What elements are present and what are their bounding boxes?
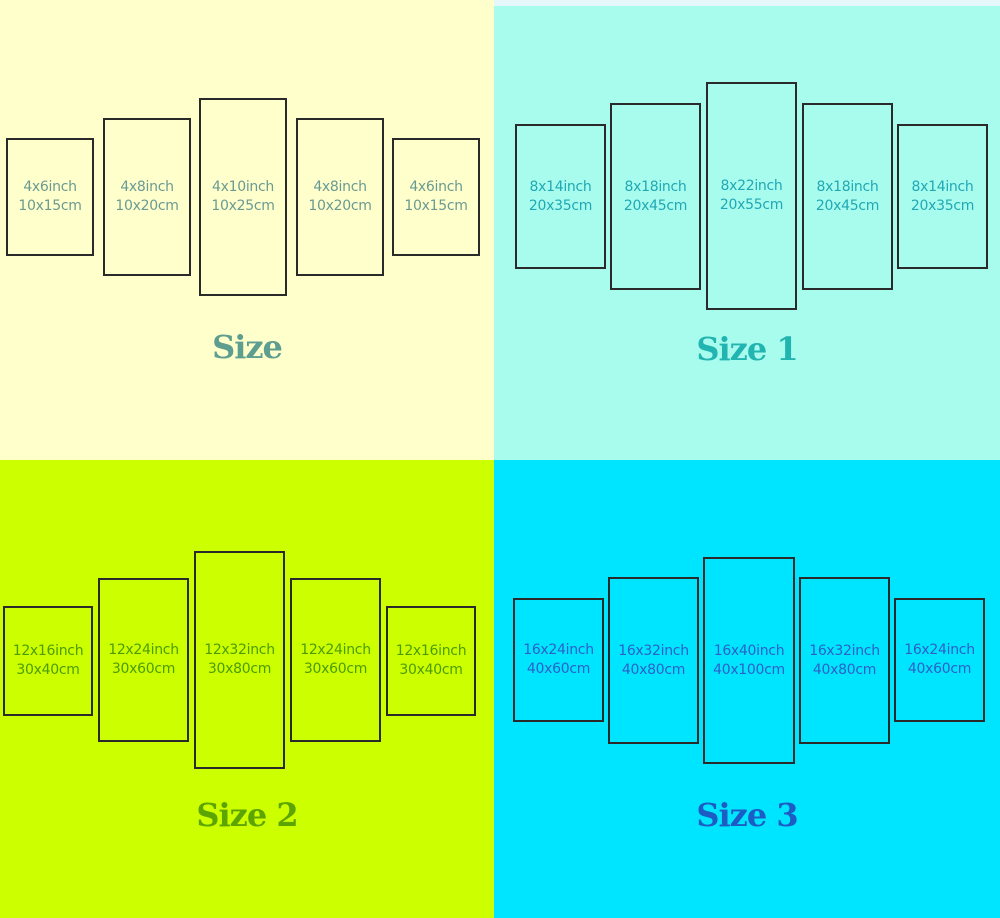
panel-inch-label: 12x24inch — [300, 642, 371, 658]
panel-cm-label: 30x60cm — [111, 661, 176, 677]
canvas-panel: 8x18inch 20x45cm — [802, 103, 893, 290]
size-title: Size 2 — [196, 796, 298, 834]
panel-inch-label: 4x10inch — [212, 179, 274, 195]
panel-inch-label: 16x32inch — [809, 642, 880, 659]
size-quadrant: 12x16inch 30x40cm 12x24inch 30x60cm 12x3… — [0, 460, 494, 918]
panel-cm-label: 20x55cm — [719, 197, 784, 213]
canvas-panel: 16x32inch 40x80cm — [799, 577, 890, 744]
panel-inch-label: 16x32inch — [618, 642, 689, 659]
canvas-panel: 12x16inch 30x40cm — [386, 606, 476, 716]
size-title: Size 1 — [696, 330, 798, 368]
panel-inch-label: 4x6inch — [23, 179, 77, 195]
panel-cm-label: 10x20cm — [115, 198, 179, 214]
panel-inch-label: 16x24inch — [904, 642, 975, 658]
canvas-panel: 4x6inch 10x15cm — [392, 138, 480, 256]
panel-cm-label: 10x25cm — [211, 198, 275, 214]
panel-inch-label: 12x32inch — [204, 642, 275, 658]
panel-cm-label: 30x80cm — [207, 661, 272, 677]
panel-inch-label: 12x24inch — [108, 642, 179, 658]
panel-cm-label: 10x15cm — [404, 198, 468, 214]
panel-cm-label: 40x100cm — [713, 661, 785, 678]
canvas-panel: 4x10inch 10x25cm — [199, 98, 287, 296]
canvas-panel: 8x22inch 20x55cm — [706, 82, 797, 310]
panel-inch-label: 12x16inch — [12, 643, 84, 659]
panel-cm-label: 10x20cm — [308, 198, 372, 214]
size-title: Size 3 — [696, 796, 798, 834]
canvas-panel: 16x24inch 40x60cm — [894, 598, 985, 722]
size-quadrant: 16x24inch 40x60cm 16x32inch 40x80cm 16x4… — [494, 460, 1000, 918]
panel-cm-label: 20x35cm — [910, 197, 975, 214]
canvas-panel: 12x16inch 30x40cm — [3, 606, 93, 716]
canvas-panel: 12x32inch 30x80cm — [194, 551, 285, 769]
panel-inch-label: 8x18inch — [816, 178, 879, 195]
panel-cm-label: 40x60cm — [526, 661, 591, 677]
panel-inch-label: 16x24inch — [523, 642, 594, 658]
panel-inch-label: 8x22inch — [720, 178, 783, 194]
panel-inch-label: 16x40inch — [713, 642, 785, 659]
panel-inch-label: 4x8inch — [120, 179, 174, 195]
panel-inch-label: 4x8inch — [313, 179, 367, 195]
panel-cm-label: 40x60cm — [907, 661, 972, 677]
panel-cm-label: 30x60cm — [303, 661, 368, 677]
size-quadrant: 8x14inch 20x35cm 8x18inch 20x45cm 8x22in… — [494, 0, 1000, 460]
canvas-panel: 16x32inch 40x80cm — [608, 577, 699, 744]
canvas-panel: 8x14inch 20x35cm — [897, 124, 988, 269]
canvas-panel: 8x18inch 20x45cm — [610, 103, 701, 290]
canvas-panel: 4x8inch 10x20cm — [103, 118, 191, 276]
panel-inch-label: 8x14inch — [529, 178, 592, 195]
canvas-panel: 4x6inch 10x15cm — [6, 138, 94, 256]
panel-cm-label: 20x35cm — [528, 197, 593, 214]
canvas-panel: 12x24inch 30x60cm — [290, 578, 381, 742]
canvas-panel: 4x8inch 10x20cm — [296, 118, 384, 276]
panel-cm-label: 20x45cm — [623, 197, 688, 214]
panel-cm-label: 20x45cm — [815, 197, 880, 214]
panel-cm-label: 10x15cm — [18, 198, 82, 214]
canvas-panel: 12x24inch 30x60cm — [98, 578, 189, 742]
panel-inch-label: 4x6inch — [409, 179, 463, 195]
panel-inch-label: 12x16inch — [395, 643, 467, 659]
canvas-panel: 16x24inch 40x60cm — [513, 598, 604, 722]
canvas-panel: 8x14inch 20x35cm — [515, 124, 606, 269]
panel-cm-label: 40x80cm — [812, 661, 877, 678]
panel-inch-label: 8x18inch — [624, 178, 687, 195]
panel-cm-label: 30x40cm — [16, 662, 80, 678]
top-strip — [494, 0, 1000, 6]
canvas-panel: 16x40inch 40x100cm — [703, 557, 795, 764]
panel-cm-label: 30x40cm — [399, 662, 463, 678]
panel-inch-label: 8x14inch — [911, 178, 974, 195]
size-quadrant: 4x6inch 10x15cm 4x8inch 10x20cm 4x10inch… — [0, 0, 494, 460]
size-title: Size — [212, 328, 283, 366]
panel-cm-label: 40x80cm — [621, 661, 686, 678]
